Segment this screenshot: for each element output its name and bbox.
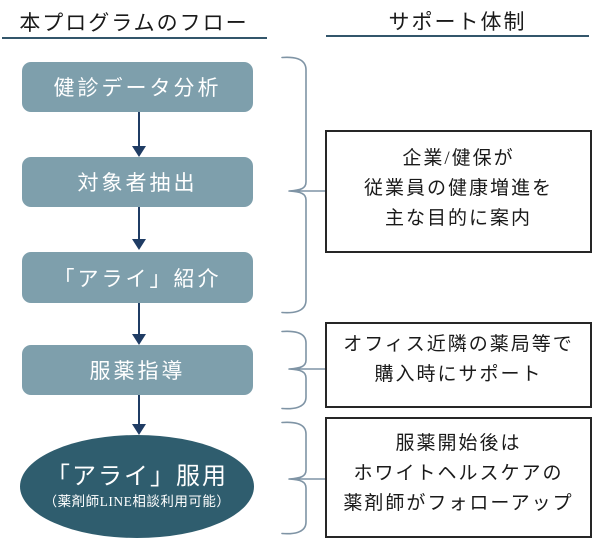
arrow-down-icon: [132, 303, 146, 345]
arrow-down-icon: [132, 207, 146, 250]
support-note-pharmacist-followup: 服薬開始後は ホワイトヘルスケアの 薬剤師がフォローアップ: [325, 417, 592, 538]
support-note-pharmacy-purchase: オフィス近隣の薬局等で 購入時にサポート: [325, 322, 592, 408]
note-line: 従業員の健康増進を: [363, 178, 553, 199]
support-note-company-guidance: 企業/健保が 従業員の健康増進を 主な目的に案内: [325, 130, 592, 253]
braces-layer: [281, 56, 326, 535]
note-line: 服薬開始後は: [395, 433, 522, 454]
note-line: 薬剤師がフォローアップ: [343, 493, 574, 514]
flow-step-target-extraction: 対象者抽出: [22, 157, 253, 207]
flow-step-alli-introduction: 「アライ」紹介: [22, 252, 253, 303]
note-line: ホワイトヘルスケアの: [353, 463, 564, 484]
flow-title-underline: [2, 37, 267, 39]
arrow-down-icon: [132, 395, 146, 435]
brace-icon: [281, 421, 326, 535]
final-step-sublabel: （薬剤師LINE相談利用可能）: [43, 493, 231, 509]
note-line: 購入時にサポート: [374, 364, 543, 385]
brace-icon: [281, 56, 326, 314]
flow-step-health-data-analysis: 健診データ分析: [22, 62, 253, 112]
arrow-down-icon: [132, 112, 146, 157]
note-line: 企業/健保が: [402, 148, 515, 169]
brace-icon: [281, 330, 326, 410]
flow-final-alli-use: 「アライ」服用 （薬剤師LINE相談利用可能）: [20, 435, 254, 538]
note-line: 主な目的に案内: [384, 208, 532, 229]
note-line: オフィス近隣の薬局等で: [343, 334, 574, 355]
support-column-title: サポート体制: [388, 10, 527, 34]
final-step-label: 「アライ」服用: [46, 463, 228, 490]
support-title-underline: [326, 35, 589, 37]
flow-column-title: 本プログラムのフロー: [19, 11, 249, 35]
flow-step-medication-guidance: 服薬指導: [22, 345, 253, 395]
